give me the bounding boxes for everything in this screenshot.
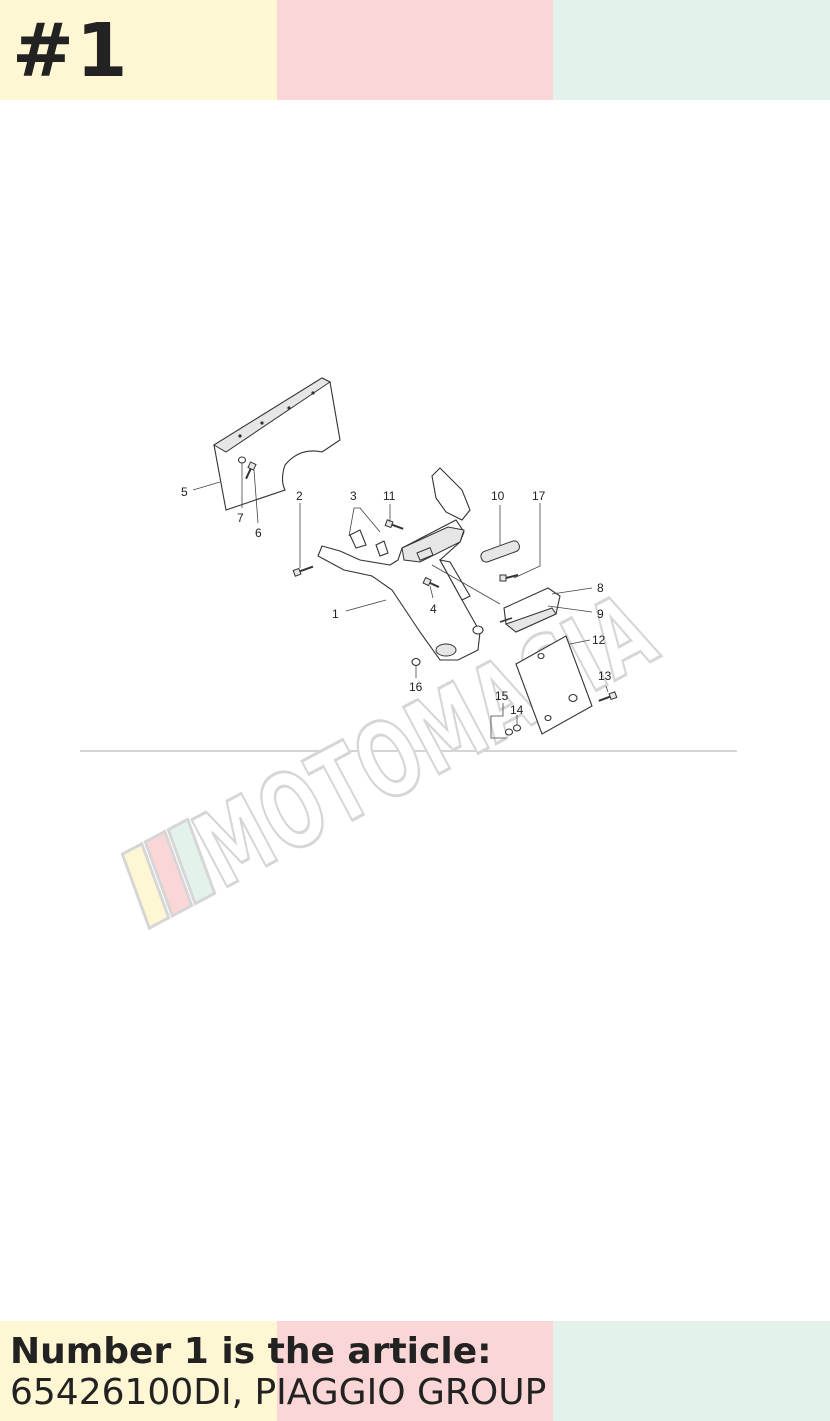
footer-color-band — [0, 1321, 830, 1421]
part-washer-15 — [504, 728, 514, 736]
footer-stripe-pink — [276, 1321, 554, 1421]
part-reflector — [480, 540, 520, 563]
callout-5: 5 — [181, 485, 188, 499]
callout-10: 10 — [491, 489, 505, 503]
callout-9: 9 — [597, 607, 604, 621]
leader-lines — [192, 463, 609, 739]
callout-16: 16 — [409, 680, 423, 694]
callout-1: 1 — [332, 607, 339, 621]
callout-13: 13 — [598, 669, 612, 683]
callout-15: 15 — [495, 689, 509, 703]
part-number-badge: #1 — [12, 8, 130, 94]
part-screw-4 — [422, 576, 440, 588]
callout-8: 8 — [597, 581, 604, 595]
exploded-parts-diagram: MOTOMACIA — [80, 377, 737, 931]
part-washer-16 — [411, 657, 421, 667]
callout-6: 6 — [255, 526, 262, 540]
watermark-stripe-green — [166, 817, 217, 906]
footer-stripe-green — [553, 1321, 830, 1421]
part-mudflap — [213, 377, 341, 511]
header-stripe-green — [553, 0, 830, 100]
callout-2: 2 — [296, 489, 303, 503]
callout-11: 11 — [383, 489, 396, 503]
part-screw-13 — [598, 691, 618, 702]
header-stripe-pink — [276, 0, 554, 100]
part-license-light — [499, 587, 561, 633]
callout-3: 3 — [350, 489, 357, 503]
part-washer-14 — [512, 724, 522, 732]
footer-stripe-yellow — [0, 1321, 277, 1421]
article-code: 65426100DI, PIAGGIO GROUP — [10, 1372, 547, 1413]
callout-7: 7 — [237, 511, 244, 525]
part-license-holder — [317, 467, 484, 661]
watermark: MOTOMACIA — [120, 568, 676, 931]
callout-12: 12 — [592, 633, 606, 647]
watermark-stripe-yellow — [120, 841, 171, 931]
part-license-plate — [515, 635, 593, 735]
watermark-stripe-pink — [143, 829, 194, 919]
part-screw-17 — [499, 574, 519, 582]
callout-labels: 1 2 3 4 5 6 7 8 9 10 11 12 13 14 15 16 1… — [181, 485, 612, 717]
callout-17: 17 — [532, 489, 546, 503]
callout-14: 14 — [510, 703, 524, 717]
article-caption-heading: Number 1 is the article: — [10, 1331, 492, 1372]
callout-4: 4 — [430, 602, 437, 616]
header-color-band — [0, 0, 830, 100]
header-stripe-yellow — [0, 0, 277, 100]
part-screw-11 — [384, 519, 404, 530]
part-screw-2 — [292, 565, 314, 577]
